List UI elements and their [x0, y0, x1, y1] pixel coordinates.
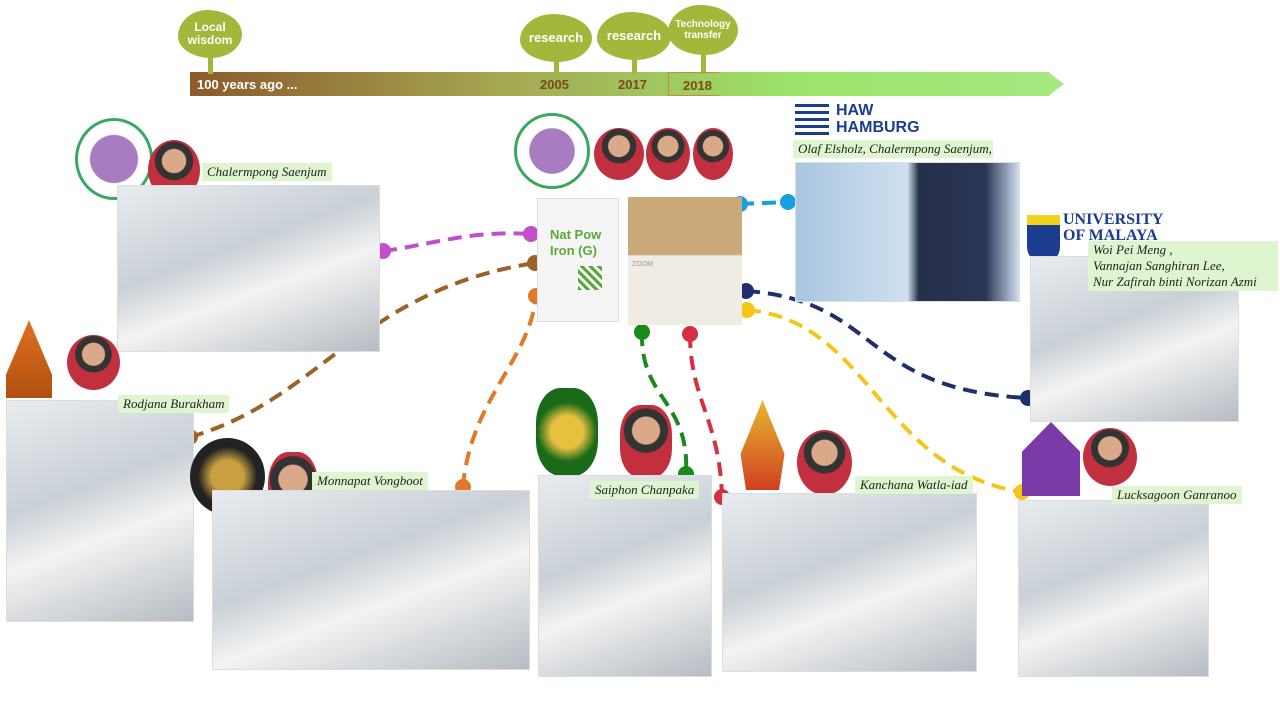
dot-green [634, 324, 650, 340]
tree-research-2017: research [597, 12, 671, 60]
person-name: Nur Zafirah binti Norizan Azmi [1093, 274, 1257, 289]
avatar [67, 335, 120, 390]
label-chalermpong: Chalermpong Saenjum [202, 163, 332, 181]
lab-photo [117, 185, 380, 352]
connector-red [688, 333, 724, 498]
label-monnapat: Monnapat Vongboot [312, 472, 428, 490]
tree-local-wisdom: Local wisdom [178, 10, 242, 58]
dot-red [682, 326, 698, 342]
connector-yellow [746, 308, 1023, 494]
product-pouch: Nat Pow Iron (G) [537, 198, 619, 322]
person-name: Vannajan Sanghiran Lee, [1093, 258, 1225, 273]
year-2005: 2005 [540, 77, 569, 92]
malaya-logo-line1: UNIVERSITY [1063, 211, 1164, 228]
timeline-start-label: 100 years ago ... [197, 77, 298, 92]
haw-logo-icon [795, 104, 829, 136]
cmu-logo [514, 113, 590, 189]
label-haw: Olaf Elsholz, Chalermpong Saenjum, [793, 140, 993, 158]
avatar [594, 128, 644, 180]
product-name: Nat Pow Iron (G) [550, 227, 602, 258]
connector-magenta [382, 231, 532, 253]
tree-technology-transfer: Technology transfer [668, 5, 738, 55]
avatar [693, 128, 733, 180]
zoom-tag: ZOOM [632, 261, 653, 268]
label-saiphon: Saiphon Chanpaka [590, 481, 700, 499]
dot-navy [738, 283, 754, 299]
dot-yellow [739, 302, 755, 318]
tree-trunk [554, 55, 559, 75]
haw-photo [795, 162, 1020, 302]
malaya-logo-line2: OF MALAYA [1063, 227, 1158, 244]
tree-trunk [701, 52, 706, 74]
lab-photo [1018, 500, 1209, 677]
lab-photo [538, 475, 712, 677]
year-2018: 2018 [683, 78, 712, 93]
person-name: Woi Pei Meng , [1093, 242, 1173, 257]
year-2018-box [668, 72, 719, 96]
label-malaya: Woi Pei Meng , Vannajan Sanghiran Lee, N… [1088, 241, 1278, 291]
product-kit-box: ZOOM [628, 197, 742, 325]
connector-green [639, 331, 689, 475]
university-logo [536, 388, 598, 476]
tree-trunk [632, 52, 637, 74]
timeline-bar [190, 72, 1050, 96]
dot-cyan [780, 194, 796, 210]
qr-code-icon [578, 266, 602, 291]
timeline-arrowhead [1048, 72, 1064, 96]
avatar [646, 128, 690, 180]
malaya-crest-icon [1027, 215, 1060, 263]
avatar [1083, 428, 1137, 486]
label-kanchana: Kanchana Watla-iad [855, 476, 973, 494]
avatar [620, 405, 672, 478]
label-rodjana: Rodjana Burakham [118, 395, 230, 413]
haw-logo-line1: HAW [836, 102, 874, 119]
label-lucksagoon: Lucksagoon Ganranoo [1112, 486, 1242, 504]
year-2017: 2017 [618, 77, 647, 92]
cmu-logo [75, 118, 153, 200]
tree-research-2005: research [520, 14, 592, 62]
connector-cyan [739, 200, 789, 206]
dot-magenta [523, 226, 539, 242]
connector-orange [461, 295, 538, 488]
lab-photo [6, 400, 194, 622]
tree-trunk [208, 50, 213, 74]
connector-navy [745, 289, 1029, 400]
haw-logo-line2: HAMBURG [836, 119, 920, 136]
lab-photo [212, 490, 530, 670]
avatar [797, 430, 852, 495]
lab-photo [722, 493, 977, 672]
